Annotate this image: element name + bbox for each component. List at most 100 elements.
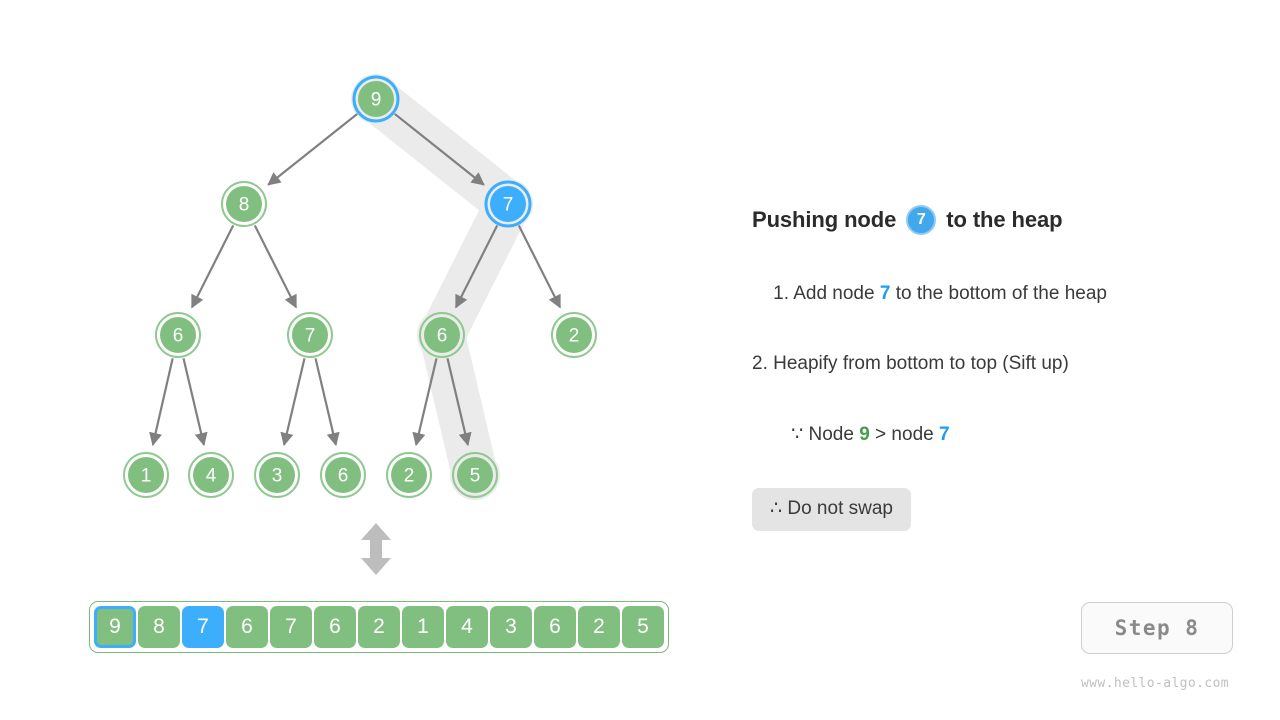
tree-edge xyxy=(412,358,438,447)
tree-node-label: 7 xyxy=(503,195,514,216)
tree-node-label: 7 xyxy=(305,326,316,347)
tree-node-label: 6 xyxy=(437,326,448,347)
tree-node[interactable]: 2 xyxy=(551,312,597,358)
reason-operator: > node xyxy=(869,424,939,445)
tree-node-ring xyxy=(484,180,532,228)
tree-edges xyxy=(149,113,562,447)
title-suffix: to the heap xyxy=(946,207,1063,232)
tree-node[interactable]: 1 xyxy=(123,452,169,498)
tree-node[interactable]: 7 xyxy=(287,312,333,358)
tree-node-label: 4 xyxy=(206,466,217,487)
binary-tree-diagram: 9 8 7 6 7 6 2 1 4 3 6 2 5 xyxy=(0,0,720,600)
array-cell[interactable]: 6 xyxy=(534,606,576,648)
tree-node[interactable]: 6 xyxy=(155,312,201,358)
tree-node-ring xyxy=(320,452,366,498)
tree-edge xyxy=(454,224,499,309)
tree-node[interactable]: 7 xyxy=(484,180,532,228)
tree-node-ring xyxy=(352,75,400,123)
step-1-tail: to the bottom of the heap xyxy=(890,283,1107,304)
tree-node-body xyxy=(193,457,229,493)
title-prefix: Pushing node xyxy=(752,207,897,232)
array-cell[interactable]: 7 xyxy=(270,606,312,648)
tree-svg: 9 8 7 6 7 6 2 1 4 3 6 2 5 xyxy=(123,74,597,500)
array-cell[interactable]: 6 xyxy=(314,606,356,648)
array-cell[interactable]: 3 xyxy=(490,606,532,648)
tree-edge xyxy=(517,224,562,309)
tree-node-body xyxy=(358,81,394,117)
tree-node[interactable]: 8 xyxy=(221,181,267,227)
tree-node-label: 2 xyxy=(404,466,415,487)
tree-node-body xyxy=(292,317,328,353)
step-1-prefix: 1. Add node xyxy=(773,283,880,304)
tree-node-body xyxy=(160,317,196,353)
page-title: Pushing node 7 to the heap xyxy=(752,205,1252,235)
tree-node-ring xyxy=(254,452,300,498)
array-cell[interactable]: 6 xyxy=(226,606,268,648)
tree-node-label: 3 xyxy=(272,466,283,487)
tree-node-label: 1 xyxy=(141,466,152,487)
tree-edge xyxy=(446,358,472,447)
tree-node[interactable]: 5 xyxy=(452,452,498,498)
tree-node-ring xyxy=(123,452,169,498)
tree-nodes: 9 8 7 6 7 6 2 1 4 3 6 2 5 xyxy=(123,75,597,498)
step-1-value: 7 xyxy=(879,283,891,304)
reason-left-value: 9 xyxy=(859,424,870,445)
tree-node-label: 5 xyxy=(470,466,481,487)
tree-edge xyxy=(267,113,358,186)
tree-edge xyxy=(314,358,340,447)
tree-node-body xyxy=(259,457,295,493)
tree-node-body xyxy=(490,186,526,222)
array-cell[interactable]: 9 xyxy=(94,606,136,648)
conclusion-badge: ∴ Do not swap xyxy=(752,488,911,531)
reason-right-value: 7 xyxy=(938,424,950,445)
comparison-reason: ∵ Node 9 > node 7 xyxy=(770,401,1252,468)
tree-node-ring xyxy=(221,181,267,227)
tree-edge xyxy=(280,358,306,447)
step-2-text: 2. Heapify from bottom to top (Sift up) xyxy=(752,353,1069,374)
array-cell[interactable]: 1 xyxy=(402,606,444,648)
tree-node[interactable]: 6 xyxy=(419,312,465,358)
tree-node-label: 6 xyxy=(338,466,349,487)
tree-node-label: 6 xyxy=(173,326,184,347)
sift-up-path-highlight xyxy=(351,74,533,500)
tree-node[interactable]: 6 xyxy=(320,452,366,498)
tree-node-body xyxy=(391,457,427,493)
tree-node[interactable]: 2 xyxy=(386,452,432,498)
double-headed-arrow-icon xyxy=(361,523,391,575)
tree-node-ring xyxy=(188,452,234,498)
array-cell[interactable]: 8 xyxy=(138,606,180,648)
tree-node[interactable]: 4 xyxy=(188,452,234,498)
tree-node-body xyxy=(325,457,361,493)
array-cell[interactable]: 7 xyxy=(182,606,224,648)
tree-node-ring xyxy=(155,312,201,358)
explanation-panel: Pushing node 7 to the heap 1. Add node 7… xyxy=(752,205,1252,531)
array-cell[interactable]: 2 xyxy=(358,606,400,648)
tree-edge xyxy=(149,358,174,447)
tree-node-ring xyxy=(452,452,498,498)
tree-node-body xyxy=(226,186,262,222)
tree-edge xyxy=(190,224,235,309)
tree-node-ring xyxy=(386,452,432,498)
tree-node-ring xyxy=(287,312,333,358)
tree-node-label: 8 xyxy=(239,195,250,216)
tree-edge xyxy=(253,224,298,309)
title-node-badge: 7 xyxy=(906,205,937,235)
tree-node[interactable]: 9 xyxy=(352,75,400,123)
tree-node[interactable]: 3 xyxy=(254,452,300,498)
tree-node-body xyxy=(556,317,592,353)
array-cell[interactable]: 5 xyxy=(622,606,664,648)
tree-node-ring xyxy=(419,312,465,358)
step-badge: Step 8 xyxy=(1081,602,1233,654)
tree-node-label: 2 xyxy=(569,326,580,347)
watermark: www.hello-algo.com xyxy=(1080,676,1230,691)
tree-node-body xyxy=(457,457,493,493)
array-cell[interactable]: 4 xyxy=(446,606,488,648)
reason-prefix: ∵ Node xyxy=(791,424,860,445)
array-cell[interactable]: 2 xyxy=(578,606,620,648)
tree-node-body xyxy=(424,317,460,353)
tree-node-ring xyxy=(551,312,597,358)
tree-node-body xyxy=(128,457,164,493)
step-1-text: 1. Add node 7 to the bottom of the heap xyxy=(752,261,1252,327)
tree-node-label: 9 xyxy=(371,90,382,111)
